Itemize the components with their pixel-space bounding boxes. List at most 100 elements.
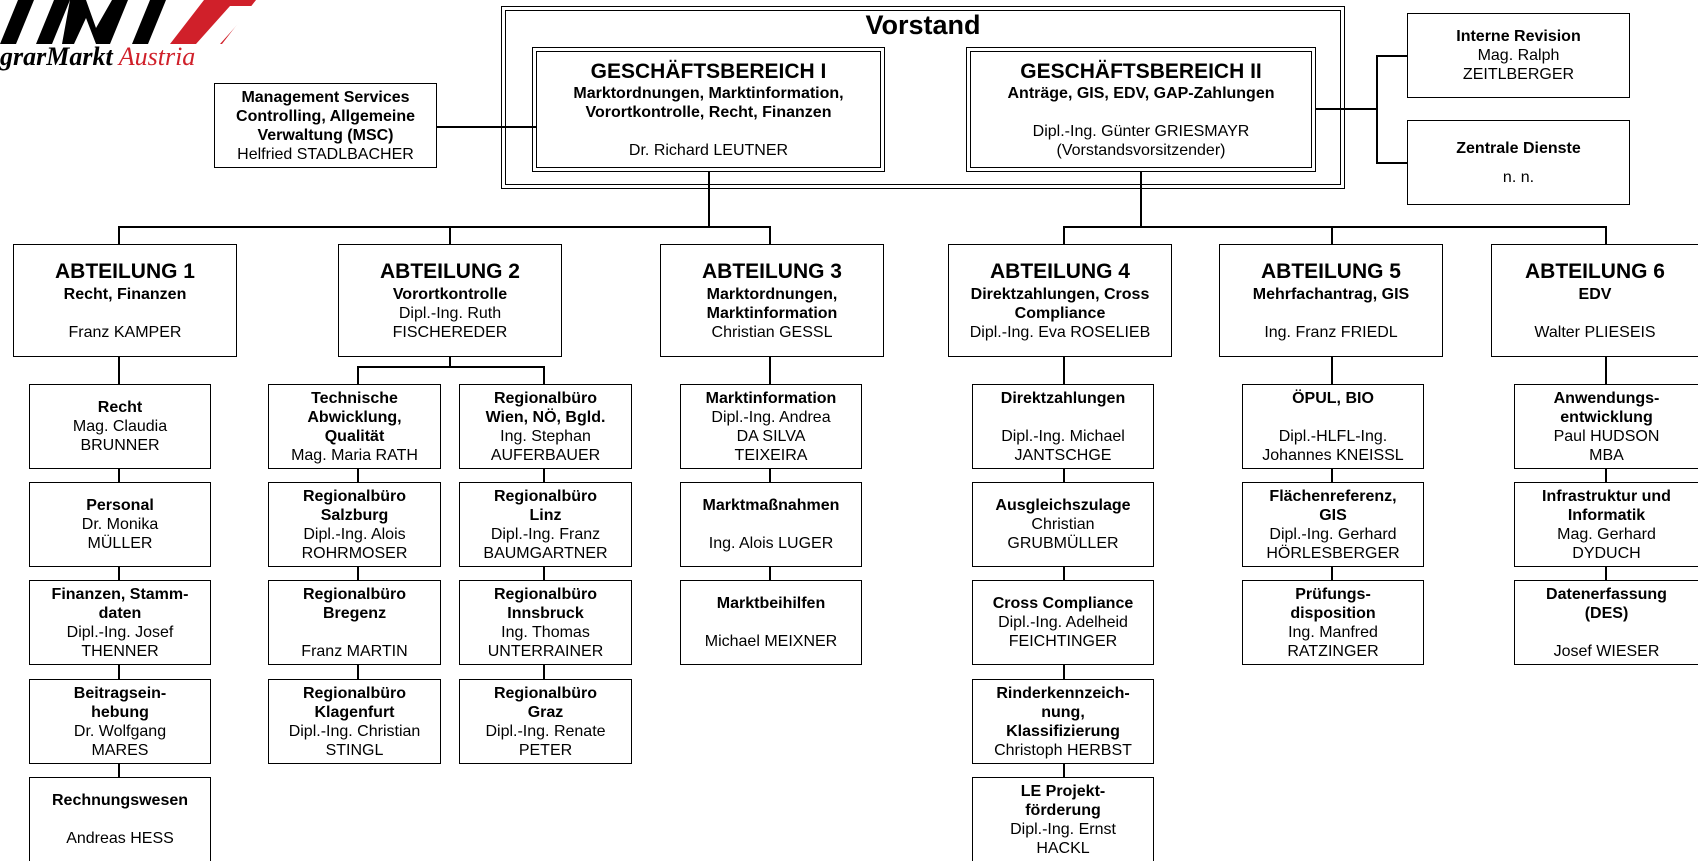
unit-box: Technische Abwicklung, Qualität Mag. Mar… xyxy=(268,384,441,469)
unit-box: Anwendungs- entwicklung Paul HUDSON MBA xyxy=(1514,384,1698,469)
vorstand-frame-inner xyxy=(505,10,1341,185)
unit-person: MARES xyxy=(91,741,149,759)
unit-person: Dipl.-Ing. Andrea xyxy=(711,408,831,426)
unit-title: Informatik xyxy=(1567,506,1646,524)
connector xyxy=(1376,162,1407,164)
unit-person: BRUNNER xyxy=(80,437,160,454)
connector xyxy=(1605,357,1607,582)
dept-subtitle: Direktzahlungen, Cross xyxy=(970,286,1150,303)
dept-person: Christian GESSL xyxy=(711,324,833,341)
unit-person: DA SILVA xyxy=(736,427,806,445)
logo-name: grarMarkt xyxy=(0,42,113,71)
unit-title: Regionalbüro xyxy=(493,389,598,407)
unit-box: Marktmaßnahmen Ing. Alois LUGER xyxy=(680,482,862,567)
unit-title: ÖPUL, BIO xyxy=(1292,389,1374,407)
unit-title: hebung xyxy=(91,703,149,721)
unit-title: nung, xyxy=(1041,703,1085,721)
unit-box: ÖPUL, BIO Dipl.-HLFL-Ing. Johannes KNEIS… xyxy=(1242,384,1424,469)
dept-person: Walter PLIESEIS xyxy=(1534,324,1656,341)
connector xyxy=(1376,55,1407,57)
connector xyxy=(357,366,543,368)
ama-logo: grarMarkt Austria xyxy=(0,0,260,71)
gb1-person: Dr. Richard LEUTNER xyxy=(628,142,789,159)
unit-person: GRUBMÜLLER xyxy=(1007,535,1119,552)
unit-box: Regionalbüro Wien, NÖ, Bgld. Ing. Stepha… xyxy=(459,384,632,469)
zentrale-box: Zentrale Dienste n. n. xyxy=(1407,120,1630,205)
dept-subtitle: Vorortkontrolle xyxy=(392,286,508,303)
ama-logo-text: grarMarkt Austria xyxy=(0,42,195,72)
dept-title: ABTEILUNG 2 xyxy=(379,260,520,283)
dept-title: ABTEILUNG 1 xyxy=(54,260,195,283)
unit-person: Dipl.-HLFL-Ing. xyxy=(1278,427,1388,445)
logo-name-red: Austria xyxy=(118,42,196,71)
unit-box: Ausgleichszulage Christian GRUBMÜLLER xyxy=(972,482,1154,567)
unit-title: Regionalbüro xyxy=(302,585,407,603)
dept-title: ABTEILUNG 3 xyxy=(701,260,842,283)
unit-box: Datenerfassung (DES) Josef WIESER xyxy=(1514,580,1698,665)
unit-person: Josef WIESER xyxy=(1553,642,1660,660)
dept-title: ABTEILUNG 6 xyxy=(1524,260,1665,283)
dept-subtitle: EDV xyxy=(1578,286,1612,303)
unit-person: Dr. Monika xyxy=(81,516,159,533)
dept-title: ABTEILUNG 4 xyxy=(989,260,1130,283)
unit-box: Prüfungs- disposition Ing. Manfred RATZI… xyxy=(1242,580,1424,665)
unit-person: Dipl.-Ing. Renate xyxy=(485,722,606,740)
unit-title: daten xyxy=(98,604,142,622)
revision-person: ZEITLBERGER xyxy=(1462,66,1575,83)
unit-box: Beitragsein- hebung Dr. Wolfgang MARES xyxy=(29,679,211,764)
revision-person: Mag. Ralph xyxy=(1477,47,1560,64)
unit-title: Cross Compliance xyxy=(992,595,1134,612)
unit-box: LE Projekt- förderung Dipl.-Ing. Ernst H… xyxy=(972,777,1154,861)
unit-person: Dipl.-Ing. Adelheid xyxy=(998,614,1128,631)
abteilung-4-box: ABTEILUNG 4 Direktzahlungen, Cross Compl… xyxy=(948,244,1172,357)
unit-title: Innsbruck xyxy=(507,604,584,622)
gb2-frame xyxy=(966,47,1316,172)
dept-subtitle: Marktinformation xyxy=(706,305,838,322)
dept-title: ABTEILUNG 5 xyxy=(1260,260,1401,283)
unit-title: disposition xyxy=(1290,604,1376,622)
msc-person: Helfried STADLBACHER xyxy=(237,145,414,163)
connector xyxy=(1605,226,1607,244)
gb1-subtitle: Vorortkontrolle, Recht, Finanzen xyxy=(585,104,832,121)
unit-title: Marktinformation xyxy=(705,389,837,407)
unit-title: (DES) xyxy=(1584,604,1629,622)
abteilung-2-box: ABTEILUNG 2 Vorortkontrolle Dipl.-Ing. R… xyxy=(338,244,562,357)
revision-box: Interne Revision Mag. Ralph ZEITLBERGER xyxy=(1407,13,1630,98)
unit-person: Dipl.-Ing. Alois xyxy=(303,525,406,543)
unit-box: Regionalbüro Klagenfurt Dipl.-Ing. Chris… xyxy=(268,679,441,764)
gb1-box: GESCHÄFTSBEREICH I Marktordnungen, Markt… xyxy=(536,51,881,168)
unit-person: PETER xyxy=(518,741,573,759)
unit-person: Dipl.-Ing. Franz xyxy=(490,525,601,543)
unit-person: Franz MARTIN xyxy=(301,642,408,660)
dept-subtitle: Recht, Finanzen xyxy=(63,286,187,303)
connector xyxy=(449,357,451,367)
connector xyxy=(118,226,769,228)
dept-subtitle: Mehrfachantrag, GIS xyxy=(1252,286,1410,303)
unit-person: AUFERBAUER xyxy=(490,446,601,464)
unit-person: Paul HUDSON xyxy=(1553,427,1660,445)
unit-person: JANTSCHGE xyxy=(1014,446,1112,464)
unit-title: Linz xyxy=(529,506,562,524)
unit-person: Mag. Gerhard xyxy=(1557,525,1656,543)
connector xyxy=(1140,172,1142,226)
unit-person: Dipl.-Ing. Christian xyxy=(288,722,421,740)
unit-person: RATZINGER xyxy=(1287,642,1379,660)
connector xyxy=(1063,226,1606,228)
gb1-title: GESCHÄFTSBEREICH I xyxy=(590,60,827,83)
dept-subtitle: Marktordnungen, xyxy=(706,286,838,303)
unit-title: Graz xyxy=(527,703,564,721)
unit-person: HACKL xyxy=(1036,839,1090,857)
abteilung-3-box: ABTEILUNG 3 Marktordnungen, Marktinforma… xyxy=(660,244,884,357)
connector xyxy=(1331,357,1333,582)
unit-person: Ing. Manfred xyxy=(1288,623,1378,641)
unit-person: FEICHTINGER xyxy=(1008,633,1118,650)
unit-title: LE Projekt- xyxy=(1020,782,1106,800)
unit-person: Dipl.-Ing. Josef xyxy=(66,623,174,641)
unit-title: Prüfungs- xyxy=(1295,585,1371,603)
gb1-frame xyxy=(532,47,885,172)
unit-person: MÜLLER xyxy=(87,535,153,552)
unit-person: UNTERRAINER xyxy=(487,642,604,660)
unit-box: Flächenreferenz, GIS Dipl.-Ing. Gerhard … xyxy=(1242,482,1424,567)
connector xyxy=(1331,226,1333,244)
